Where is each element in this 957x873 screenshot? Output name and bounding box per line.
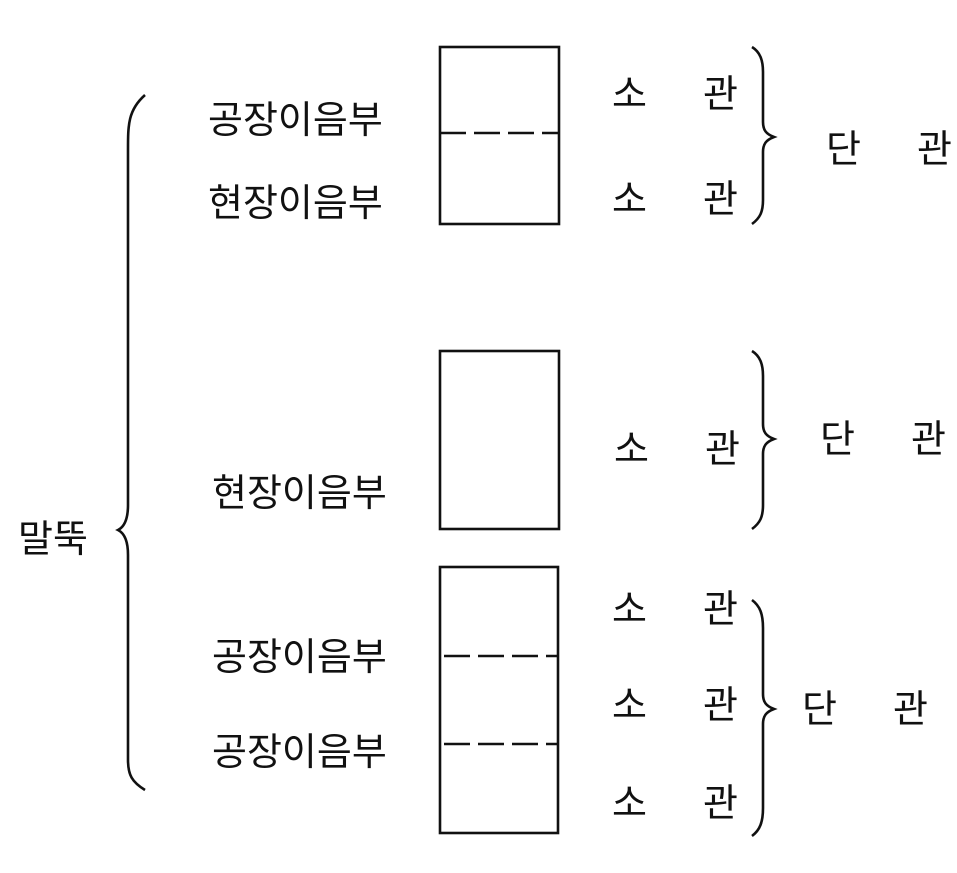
group-3-brace bbox=[751, 598, 778, 838]
group-1-brace bbox=[751, 45, 778, 226]
group-3-left-label-2: 공장이음부 bbox=[212, 730, 387, 774]
group-3-segment-3: 소 관 bbox=[612, 781, 760, 825]
group-1-result: 단 관 bbox=[826, 127, 957, 171]
group-3-segment-2: 소 관 bbox=[612, 683, 760, 727]
group-3-left-label-1: 공장이음부 bbox=[212, 635, 387, 679]
group-2-brace bbox=[751, 349, 778, 531]
group-1-segment-2: 소 관 bbox=[612, 177, 760, 221]
group-1: 공장이음부 현장이음부 소 관 소 관 단 관 bbox=[208, 45, 957, 226]
group-3-segment-1: 소 관 bbox=[612, 587, 760, 631]
group-2: 현장이음부 소 관 단 관 bbox=[212, 349, 957, 531]
group-2-segment-1: 소 관 bbox=[614, 427, 762, 471]
group-3: 공장이음부 공장이음부 소 관 소 관 소 관 단 관 bbox=[212, 565, 950, 838]
group-1-left-label-2: 현장이음부 bbox=[208, 181, 383, 225]
root-label: 말뚝 bbox=[18, 517, 88, 561]
group-3-pile-box bbox=[438, 565, 560, 835]
group-2-pile-box bbox=[438, 349, 561, 531]
group-1-segment-1: 소 관 bbox=[612, 72, 760, 116]
group-3-result: 단 관 bbox=[802, 687, 950, 731]
group-2-left-label-1: 현장이음부 bbox=[212, 471, 387, 515]
group-1-pile-box bbox=[438, 45, 561, 226]
root-brace bbox=[115, 94, 146, 792]
group-1-left-label-1: 공장이음부 bbox=[208, 98, 383, 142]
group-2-result: 단 관 bbox=[820, 417, 957, 461]
